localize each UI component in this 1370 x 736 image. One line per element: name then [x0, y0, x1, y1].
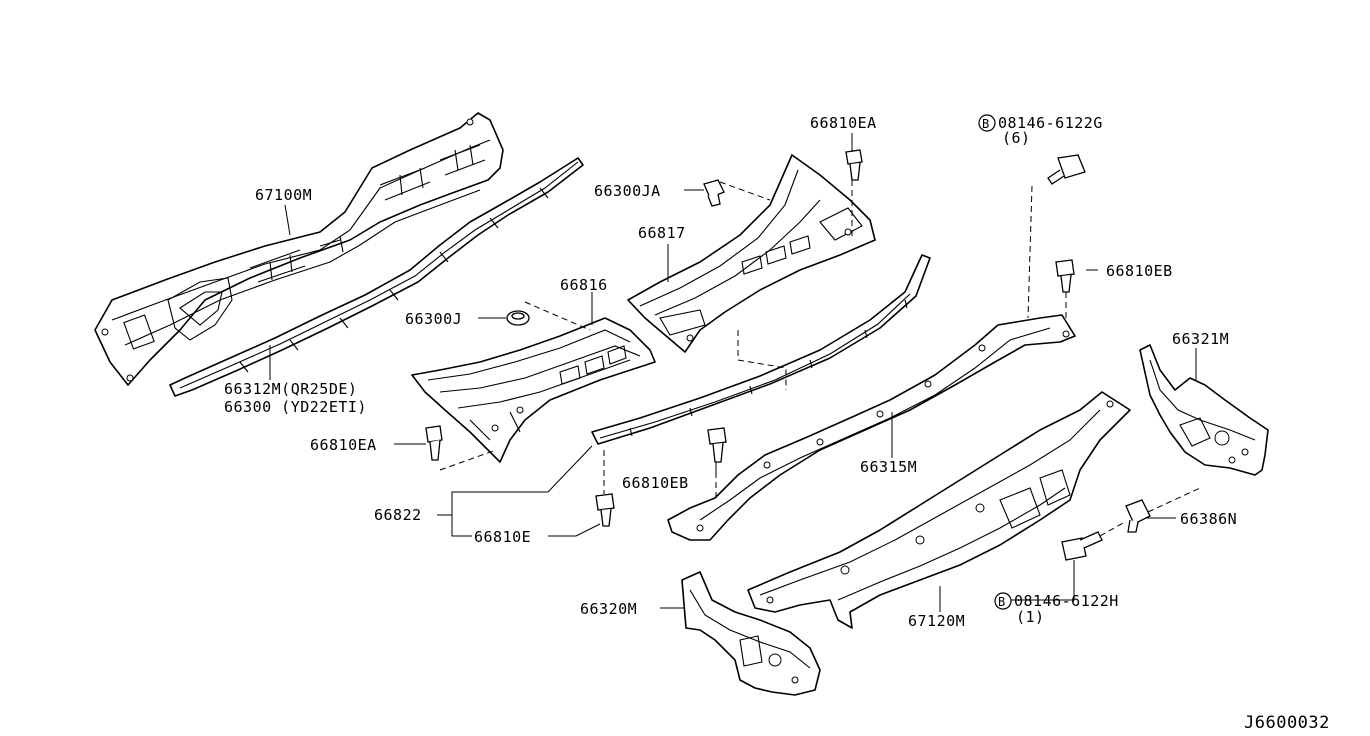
- part-66320M-lower-bracket: [681, 571, 821, 696]
- label-67100M: 67100M: [255, 186, 312, 204]
- callout-labels: 67100M 66312M(QR25DE) 66300 (YD22ETI) 66…: [224, 114, 1330, 733]
- label-66810EA-top: 66810EA: [810, 114, 877, 132]
- label-08146-6122H-qty: (1): [1016, 608, 1045, 626]
- label-66315M: 66315M: [860, 458, 917, 476]
- clip-66810E-icon: [595, 493, 615, 527]
- clip-66300J-icon: [506, 310, 530, 326]
- label-66810EA-left: 66810EA: [310, 436, 377, 454]
- label-66386N: 66386N: [1180, 510, 1237, 528]
- label-66312M: 66312M(QR25DE): [224, 380, 357, 398]
- label-66300: 66300 (YD22ETI): [224, 398, 367, 416]
- clip-66810EB-mid-icon: [707, 427, 727, 463]
- label-66817: 66817: [638, 224, 686, 242]
- label-66810EB-right: 66810EB: [1106, 262, 1173, 280]
- label-08146-6122H: 08146-6122H: [1014, 592, 1119, 610]
- part-66817-cowl-top-right: [627, 154, 876, 353]
- label-67120M: 67120M: [908, 612, 965, 630]
- part-66816-cowl-top-left: [411, 317, 656, 463]
- bolt-08146-6122H-icon: [1061, 531, 1103, 561]
- bolt-08146-6122G-icon: [1047, 154, 1086, 185]
- clip-66300JA-icon: [703, 179, 725, 207]
- label-66321M: 66321M: [1172, 330, 1229, 348]
- label-66810E: 66810E: [474, 528, 531, 546]
- clip-66810EA-top-icon: [845, 149, 863, 181]
- label-66300J: 66300J: [405, 310, 462, 328]
- part-67120M-cross-member: [747, 391, 1131, 629]
- part-66312M-cowl-strip: [169, 157, 584, 397]
- diagram-id: J6600032: [1244, 713, 1330, 733]
- clip-66810EA-left-icon: [425, 425, 443, 461]
- leader-lines: [269, 133, 1197, 612]
- label-08146-6122G-qty: (6): [1002, 129, 1031, 147]
- bolt-badge-H: B: [994, 592, 1012, 610]
- label-08146-6122G: 08146-6122G: [998, 114, 1103, 132]
- part-66315M-upper-bar: [667, 314, 1076, 541]
- bolt-badge-G: B: [978, 114, 996, 132]
- clip-66386N-icon: [1125, 499, 1151, 533]
- part-66321M-side-bracket: [1139, 344, 1269, 476]
- label-66816: 66816: [560, 276, 608, 294]
- part-66822-cowl-bar: [591, 254, 931, 445]
- label-66300JA: 66300JA: [594, 182, 661, 200]
- part-67100M-dash-panel: [94, 112, 504, 386]
- clip-66810EB-right-icon: [1055, 259, 1075, 293]
- label-66810EB-mid: 66810EB: [622, 474, 689, 492]
- bolt-badge-G-letter: B: [982, 117, 990, 131]
- label-66320M: 66320M: [580, 600, 637, 618]
- bolt-badge-H-letter: B: [998, 595, 1006, 609]
- label-66822: 66822: [374, 506, 422, 524]
